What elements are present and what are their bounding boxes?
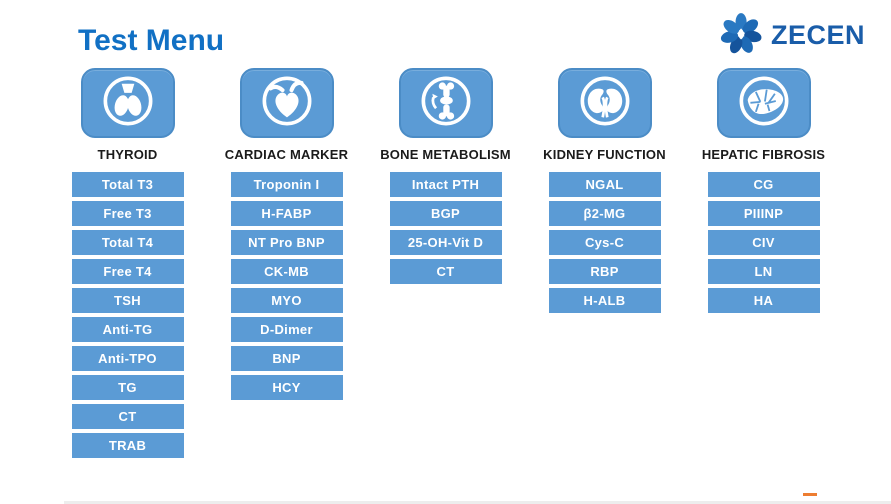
category-tile-cardiac-marker[interactable] <box>239 68 334 138</box>
test-button-25-oh-vit-d[interactable]: 25-OH-Vit D <box>389 230 502 255</box>
test-button-ct[interactable]: CT <box>71 404 184 429</box>
liver-icon <box>735 72 793 135</box>
test-button-2-mg[interactable]: β2-MG <box>548 201 661 226</box>
test-button-trab[interactable]: TRAB <box>71 433 184 458</box>
test-button-ngal[interactable]: NGAL <box>548 172 661 197</box>
test-button-list: Troponin I H-FABP NT Pro BNP CK-MB MYO D-Dime… <box>230 172 343 400</box>
category-tile-hepatic-fibrosis[interactable] <box>716 68 811 138</box>
test-button-cys-c[interactable]: Cys-C <box>548 230 661 255</box>
test-button-list: Intact PTH BGP 25-OH-Vit D CT <box>389 172 502 284</box>
category-column-thyroid: THYROID Total T3 Free T3 Total T4 Free T4 TS… <box>48 68 207 458</box>
category-column-hepatic-fibrosis: HEPATIC FIBROSIS CG PIIINP CIV LN HA <box>684 68 843 458</box>
category-tile-thyroid[interactable] <box>80 68 175 138</box>
zecen-logo: ZECEN <box>718 8 865 63</box>
kidney-icon <box>576 72 634 135</box>
test-button-free-t3[interactable]: Free T3 <box>71 201 184 226</box>
test-button-ck-mb[interactable]: CK-MB <box>230 259 343 284</box>
test-button-list: NGAL β2-MG Cys-C RBP H-ALB <box>548 172 661 313</box>
test-button-nt-pro-bnp[interactable]: NT Pro BNP <box>230 230 343 255</box>
test-button-cg[interactable]: CG <box>707 172 820 197</box>
test-button-hcy[interactable]: HCY <box>230 375 343 400</box>
test-button-anti-tg[interactable]: Anti-TG <box>71 317 184 342</box>
test-button-piiinp[interactable]: PIIINP <box>707 201 820 226</box>
zecen-flower-icon <box>718 8 766 63</box>
test-button-bgp[interactable]: BGP <box>389 201 502 226</box>
footer-divider <box>64 501 891 504</box>
test-button-ln[interactable]: LN <box>707 259 820 284</box>
test-button-civ[interactable]: CIV <box>707 230 820 255</box>
test-button-intact-pth[interactable]: Intact PTH <box>389 172 502 197</box>
test-button-ha[interactable]: HA <box>707 288 820 313</box>
category-header-kidney-function: KIDNEY FUNCTION <box>543 147 666 162</box>
test-button-tsh[interactable]: TSH <box>71 288 184 313</box>
category-tile-kidney-function[interactable] <box>557 68 652 138</box>
test-button-ct[interactable]: CT <box>389 259 502 284</box>
footer-accent-dash <box>803 493 817 496</box>
category-header-cardiac-marker: CARDIAC MARKER <box>224 147 349 162</box>
category-header-bone-metabolism: BONE METABOLISM <box>380 147 511 162</box>
test-button-d-dimer[interactable]: D-Dimer <box>230 317 343 342</box>
category-column-kidney-function: KIDNEY FUNCTION NGAL β2-MG Cys-C RBP H-ALB <box>525 68 684 458</box>
heart-icon <box>258 72 316 135</box>
category-tile-bone-metabolism[interactable] <box>398 68 493 138</box>
category-header-hepatic-fibrosis: HEPATIC FIBROSIS <box>701 147 826 162</box>
thyroid-icon <box>99 72 157 135</box>
category-column-bone-metabolism: BONE METABOLISM Intact PTH BGP 25-OH-Vit D… <box>366 68 525 458</box>
category-column-cardiac-marker: CARDIAC MARKER Troponin I H-FABP NT Pro BN… <box>207 68 366 458</box>
test-button-bnp[interactable]: BNP <box>230 346 343 371</box>
test-button-anti-tpo[interactable]: Anti-TPO <box>71 346 184 371</box>
test-button-rbp[interactable]: RBP <box>548 259 661 284</box>
test-button-h-alb[interactable]: H-ALB <box>548 288 661 313</box>
test-button-myo[interactable]: MYO <box>230 288 343 313</box>
test-button-list: Total T3 Free T3 Total T4 Free T4 TSH Anti-TG… <box>71 172 184 458</box>
category-header-thyroid: THYROID <box>97 147 158 162</box>
test-menu-columns: THYROID Total T3 Free T3 Total T4 Free T4 TS… <box>48 68 843 458</box>
test-button-list: CG PIIINP CIV LN HA <box>707 172 820 313</box>
bone-joint-icon <box>417 72 475 135</box>
test-button-total-t3[interactable]: Total T3 <box>71 172 184 197</box>
zecen-logo-text: ZECEN <box>770 20 865 50</box>
test-button-tg[interactable]: TG <box>71 375 184 400</box>
test-button-total-t4[interactable]: Total T4 <box>71 230 184 255</box>
page-title: Test Menu <box>78 24 225 57</box>
test-button-troponin-i[interactable]: Troponin I <box>230 172 343 197</box>
test-button-h-fabp[interactable]: H-FABP <box>230 201 343 226</box>
test-button-free-t4[interactable]: Free T4 <box>71 259 184 284</box>
